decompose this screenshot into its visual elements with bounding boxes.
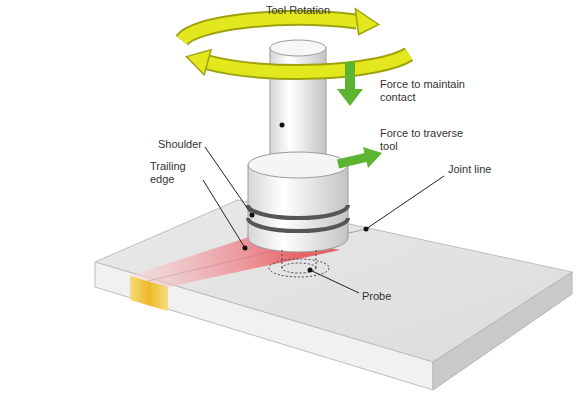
part-label: Shoulder xyxy=(140,138,202,151)
seam-face xyxy=(130,276,168,311)
force-label: Force to traverse tool xyxy=(380,127,480,153)
leader-lines xyxy=(203,123,444,294)
part-label: Joint line xyxy=(448,163,528,176)
probe xyxy=(269,250,329,277)
force-arrow-down xyxy=(337,62,363,106)
rotation-arrow-front xyxy=(186,50,409,75)
part-label: Trailing edge xyxy=(150,160,200,186)
part-label: Probe xyxy=(362,290,422,303)
force-arrow-traverse xyxy=(338,147,382,168)
title-label: Tool Rotation xyxy=(238,4,358,17)
force-label: Force to maintain contact xyxy=(380,78,480,104)
workpiece-plate xyxy=(95,200,572,390)
